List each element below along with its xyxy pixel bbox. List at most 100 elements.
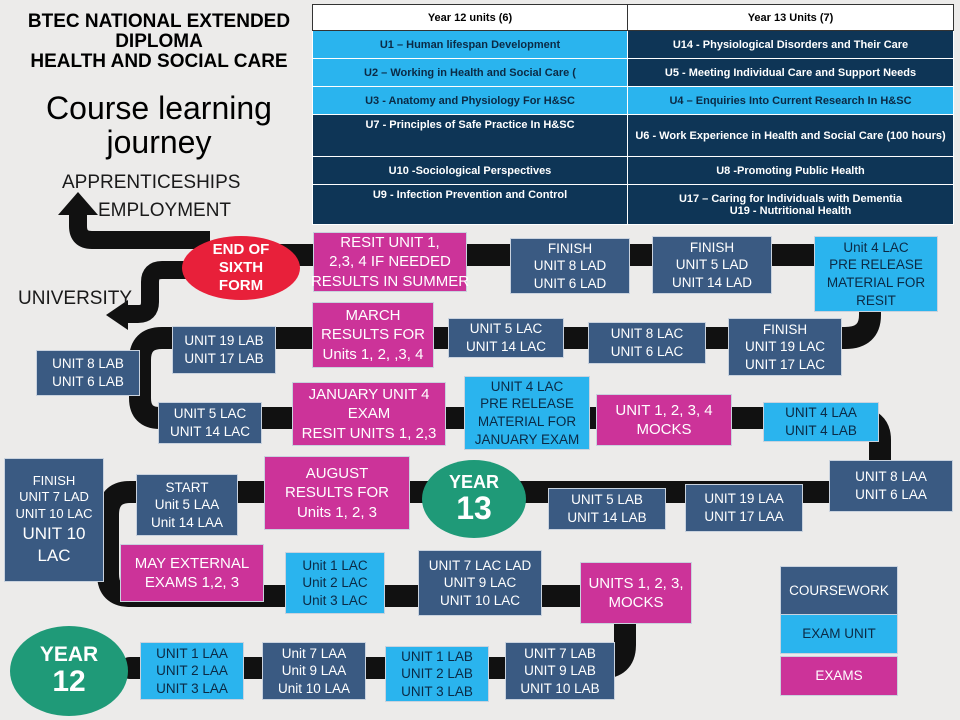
unit-cell-line: U17 – Caring for Individuals with Dement… [678, 192, 903, 205]
box-line: UNIT 5 LAB [571, 492, 643, 508]
col-header-year12: Year 12 units (6) [312, 4, 628, 31]
box-line: UNIT 8 LAC [610, 326, 684, 342]
dest-employment: EMPLOYMENT [98, 200, 232, 221]
year-13-badge: YEAR 13 [422, 460, 526, 538]
legend-exam-unit: EXAM UNIT [780, 614, 898, 654]
box-line: MATERIAL FOR [477, 414, 577, 429]
box-u5-lab: UNIT 5 LAB UNIT 14 LAB [548, 488, 666, 530]
box-line: UNIT 14 LAB [567, 510, 647, 525]
box-line: UNITS 1, 2, 3, [588, 574, 684, 592]
box-u8-lab: UNIT 8 LAB UNIT 6 LAB [36, 350, 140, 396]
box-line: MOCKS [636, 421, 692, 438]
box-line: UNIT 8 LAD [533, 258, 607, 274]
box-line: UNIT 5 LAD [675, 257, 749, 273]
box-line: MOCKS [608, 594, 664, 611]
box-line: UNIT 14 LAC [465, 339, 547, 354]
box-line: UNIT 14 LAC [169, 424, 251, 439]
box-line: RESULTS IN SUMMER [310, 272, 470, 290]
box-line: RESULTS FOR [285, 484, 389, 502]
box-line: UNIT 10 [22, 524, 86, 544]
box-line: RESIT UNITS 1, 2,3 [301, 424, 437, 442]
box-line: Unit 4 LAC [843, 239, 909, 255]
box-line: FINISH [547, 240, 593, 256]
unit-cell: U5 - Meeting Individual Care and Support… [627, 58, 954, 87]
box-line: UNIT 2 LAA [156, 663, 228, 679]
box-line: UNIT 10 LAC [15, 506, 93, 522]
box-line: UNIT 1 LAB [401, 648, 473, 664]
box-line: UNIT 4 LAB [785, 423, 857, 438]
box-line: UNIT 8 LAB [52, 356, 124, 372]
qual-line-1: BTEC NATIONAL EXTENDED [27, 11, 291, 32]
box-line: UNIT 19 LAB [184, 333, 264, 349]
qualification-title: BTEC NATIONAL EXTENDED DIPLOMA HEALTH AN… [12, 12, 306, 72]
box-line: MAY EXTERNAL [134, 554, 250, 572]
dest-apprenticeships: APPRENTICESHIPS [62, 172, 241, 193]
box-line: Unit 9 LAA [281, 663, 347, 679]
box-line: UNIT 6 LAD [533, 275, 607, 291]
box-u4-laa: UNIT 4 LAA UNIT 4 LAB [763, 402, 879, 442]
box-line: AUGUST [305, 464, 369, 482]
box-line: UNIT 1 LAA [156, 645, 228, 661]
box-line: UNIT 4 LAA [785, 405, 857, 421]
box-line: UNIT 19 LAA [704, 491, 784, 507]
box-line: Unit 2 LAC [302, 575, 368, 591]
box-line: UNIT 7 LAC LAD [428, 557, 532, 573]
box-line: UNIT 5 LAC [173, 406, 247, 422]
arrow-up-icon [69, 215, 210, 249]
box-line: JANUARY UNIT 4 [308, 385, 430, 403]
journey-line-2: journey [106, 123, 212, 160]
qual-line-3: HEALTH AND SOCIAL CARE [30, 50, 288, 72]
unit-cell: U8 -Promoting Public Health [627, 156, 954, 185]
legend-label: EXAMS [815, 668, 863, 684]
box-line: UNIT 17 LAA [704, 509, 784, 524]
box-line: UNIT 19 LAC [744, 339, 826, 355]
box-line: UNIT 4 LAC [490, 378, 564, 394]
box-may-external: MAY EXTERNAL EXAMS 1,2, 3 [120, 544, 264, 602]
legend-exams: EXAMS [780, 656, 898, 696]
box-line: JANUARY EXAM [474, 431, 580, 447]
box-line: UNIT 6 LAB [52, 374, 124, 389]
unit-cell: U3 - Anatomy and Physiology For H&SC [312, 86, 628, 115]
box-line: UNIT 10 LAB [520, 680, 600, 696]
dest-university: UNIVERSITY [18, 288, 133, 309]
box-line: UNIT 3 LAA [156, 680, 228, 696]
col-header-year13: Year 13 Units (7) [627, 4, 954, 31]
box-line: FINISH [32, 472, 76, 488]
box-line: EXAMS 1,2, 3 [144, 574, 240, 591]
box-line: UNIT 14 LAD [671, 274, 753, 290]
legend-label: EXAM UNIT [802, 626, 876, 642]
unit-cell: U9 - Infection Prevention and Control [312, 184, 628, 225]
box-line: LAC [37, 546, 71, 566]
box-u5-lac-mid: UNIT 5 LAC UNIT 14 LAC [158, 402, 262, 444]
box-line: UNIT 2 LAB [401, 666, 473, 682]
box-line: Unit 10 LAA [277, 680, 351, 696]
box-line: UNIT 10 LAC [439, 592, 521, 608]
badge-label: YEAR [39, 643, 99, 667]
box-line: Unit 14 LAA [150, 514, 224, 530]
box-line: UNIT 6 LAC [610, 344, 684, 359]
badge-line: FORM [218, 277, 264, 294]
unit-cell: U2 – Working in Health and Social Care ( [312, 58, 628, 87]
end-of-sixth-form-badge: END OF SIXTH FORM [182, 236, 300, 300]
legend-label: COURSEWORK [789, 583, 889, 599]
box-line: 2,3, 4 IF NEEDED [329, 253, 451, 271]
box-line: Unit 7 LAA [281, 645, 347, 661]
box-line: UNIT 7 LAB [524, 645, 596, 661]
units-table: Year 12 units (6) Year 13 Units (7) U1 –… [312, 4, 954, 225]
badge-line: END OF [212, 241, 270, 258]
arrow-down-icon [128, 261, 210, 323]
box-line: RESIT UNIT 1, [340, 233, 440, 251]
